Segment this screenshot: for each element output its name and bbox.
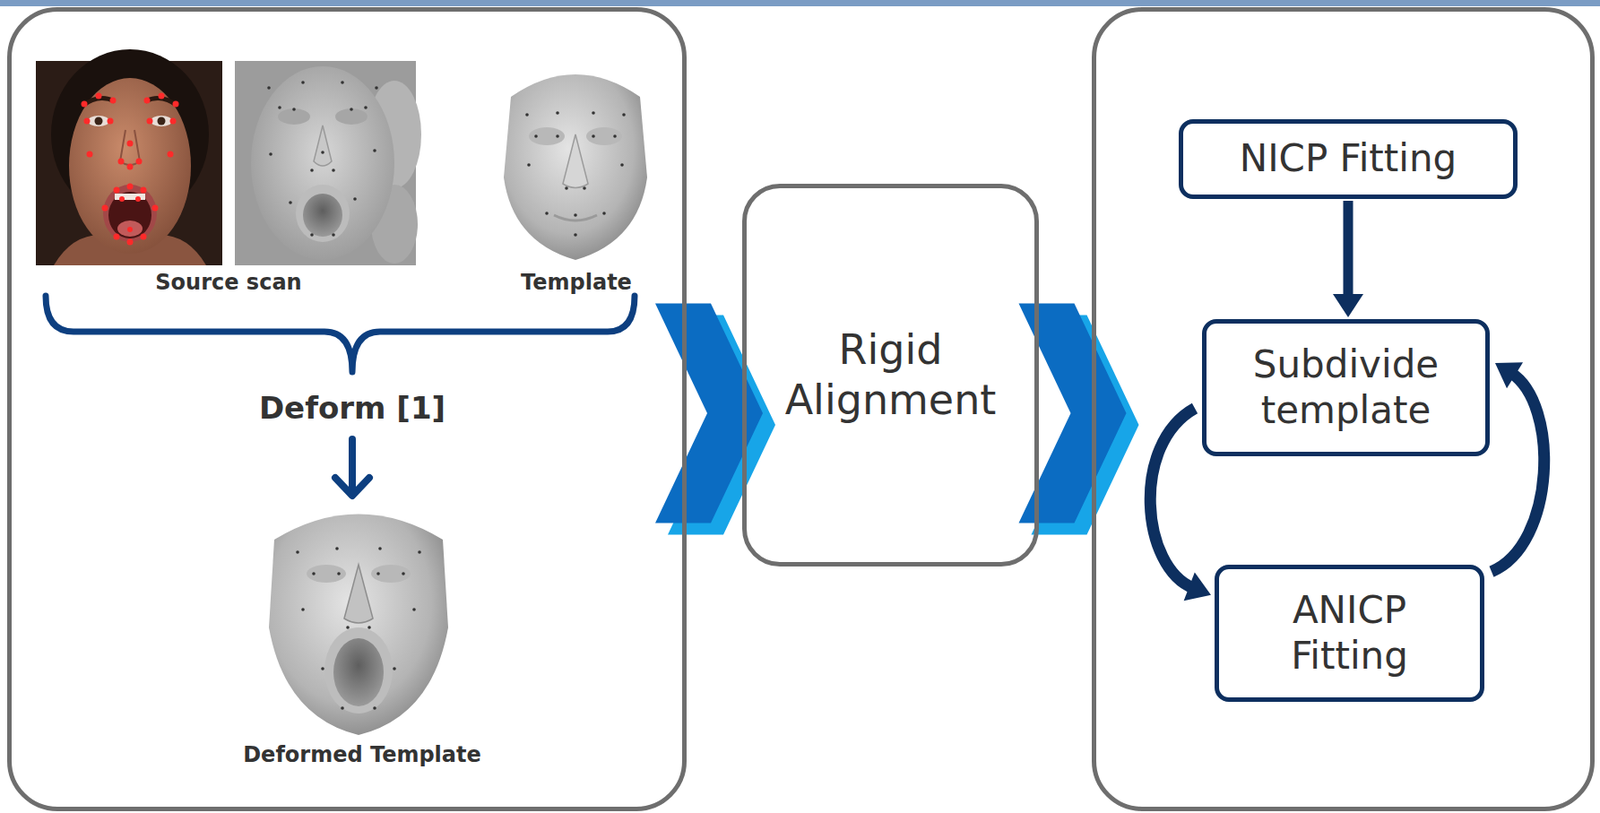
step-panel: NICP FittingSubdivide templateANICP Fitt… [1091,7,1595,812]
arrow-head [1332,294,1364,318]
face-photo [35,49,223,266]
step-label: Source scan [155,269,302,296]
step-label: Deform [1] [259,389,446,427]
connector-line [1150,407,1195,589]
box-label: Rigid Alignment [768,325,1013,424]
chevron-body [655,303,763,524]
process-box: Subdivide template [1202,319,1490,457]
process-box: NICP Fitting [1178,119,1518,199]
connector [1491,362,1545,571]
connector [1332,200,1364,318]
arrow-head [1495,362,1523,389]
top-bar [0,0,1600,7]
process-box: ANICP Fitting [1214,564,1485,702]
down-arrow [335,439,370,496]
deformed-template [268,514,449,736]
connector-line [1343,200,1354,299]
step-panel: Source scan TemplateDeform [1] Deformed Te… [7,7,687,812]
step-label: Template [520,269,632,296]
box-label: ANICP Fitting [1254,588,1445,679]
connector-line [1491,372,1545,572]
face-template [503,74,648,260]
face-scan [234,60,422,266]
chevron-arrow [655,303,776,536]
box-label: Subdivide template [1224,342,1468,433]
box-label: NICP Fitting [1239,136,1457,182]
process-box: Rigid Alignment [742,183,1039,567]
curly-brace [45,295,635,372]
step-label: Deformed Template [242,742,482,769]
arrow-head [1184,571,1211,601]
